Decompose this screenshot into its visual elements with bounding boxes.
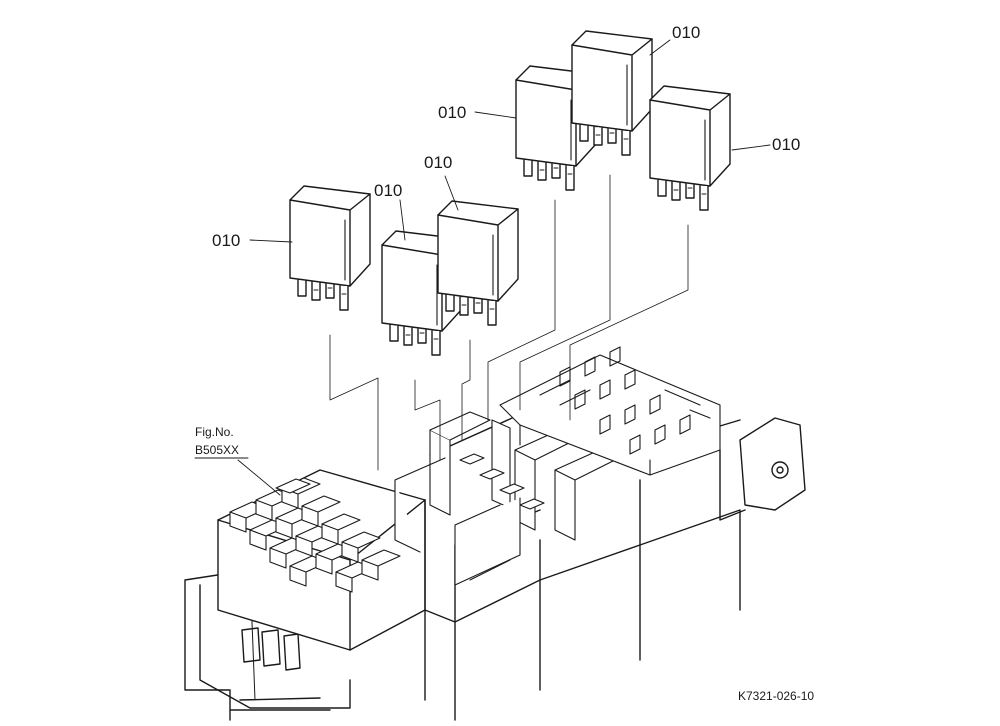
relay-6 xyxy=(649,85,731,211)
part-label-5: 010 xyxy=(672,23,700,42)
relay-5 xyxy=(571,30,653,156)
installation-leader-lines xyxy=(329,174,689,471)
part-label-1: 010 xyxy=(212,231,240,250)
relay-1 xyxy=(289,185,371,311)
part-label-3: 010 xyxy=(424,153,452,172)
relay-3 xyxy=(437,200,519,326)
fuse-box-assembly xyxy=(184,346,806,721)
fig-ref-caption: Fig.No. xyxy=(195,425,234,439)
fig-ref-number: B505XX xyxy=(195,443,239,457)
part-label-4: 010 xyxy=(438,103,466,122)
label-leaders xyxy=(237,39,771,496)
part-label-6: 010 xyxy=(772,135,800,154)
drawing-code: K7321-026-10 xyxy=(738,689,814,703)
part-label-2: 010 xyxy=(374,181,402,200)
